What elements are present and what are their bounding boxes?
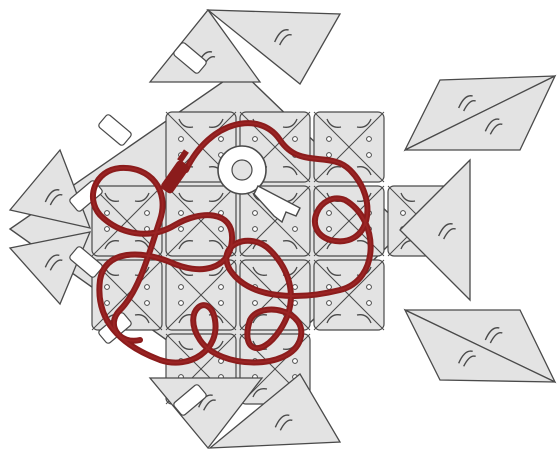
- fish-puzzle-artwork: [0, 0, 557, 458]
- fish-illustration: [0, 0, 557, 458]
